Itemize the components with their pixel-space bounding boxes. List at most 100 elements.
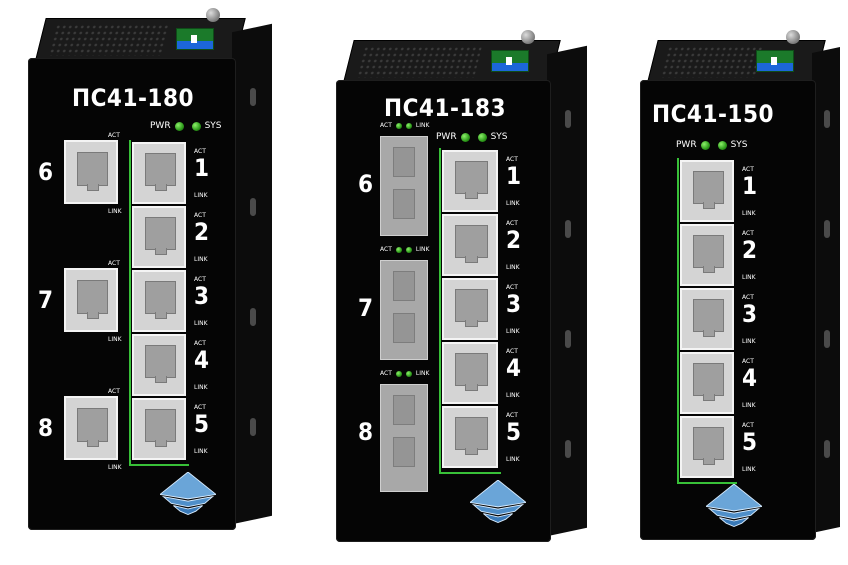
port-number-1: 1	[506, 162, 522, 190]
port-number-4: 4	[742, 364, 758, 392]
port-jack	[455, 417, 488, 456]
rj45-port-5	[442, 406, 498, 468]
act-label: ACT	[380, 246, 392, 253]
link-label: LINK	[506, 264, 520, 271]
dip-switch-knob	[506, 57, 512, 65]
link-label: LINK	[742, 402, 756, 409]
pwr-led	[700, 140, 710, 150]
pwr-label: PWR	[436, 132, 457, 142]
pwr-led	[460, 132, 470, 142]
sfp-slot	[393, 395, 415, 425]
vent-grille	[356, 46, 483, 78]
rj45-port-8	[64, 396, 118, 460]
act-label: ACT	[742, 422, 754, 429]
port-jack	[692, 363, 725, 402]
link-label: LINK	[506, 392, 520, 399]
link-label: LINK	[415, 370, 430, 377]
sfp-port-8	[380, 384, 428, 492]
port-jack	[455, 289, 488, 328]
link-label: LINK	[194, 448, 208, 455]
port-number-8: 8	[358, 418, 374, 446]
terminal-screw	[786, 30, 800, 44]
dip-switch-band	[757, 63, 793, 71]
port-number-5: 5	[506, 418, 522, 446]
link-label: LINK	[415, 122, 430, 129]
act-label: ACT	[194, 276, 206, 283]
port-jack	[692, 235, 725, 274]
act-label: ACT	[506, 284, 518, 291]
sfp-slot	[393, 189, 415, 219]
link-label: LINK	[194, 256, 208, 263]
link-label: LINK	[108, 208, 122, 215]
port-jack	[692, 299, 725, 338]
port-stack-outline	[677, 158, 737, 484]
sys-label: SYS	[730, 140, 748, 150]
side-bump	[250, 418, 256, 436]
terminal-screw	[206, 8, 220, 22]
side-bump	[565, 440, 571, 458]
port-number-4: 4	[506, 354, 522, 382]
port-jack	[144, 409, 177, 448]
link-led	[405, 246, 412, 253]
act-label: ACT	[506, 156, 518, 163]
sys-led	[191, 121, 201, 131]
dip-switch	[491, 50, 529, 72]
port-number-3: 3	[194, 282, 210, 310]
port-jack	[76, 151, 109, 191]
rj45-port-5	[132, 398, 186, 460]
rj45-port-1	[132, 142, 186, 204]
port-number-7: 7	[38, 286, 54, 314]
dip-switch	[176, 28, 214, 50]
side-bump	[565, 220, 571, 238]
port-number-5: 5	[194, 410, 210, 438]
sfp-slot	[393, 147, 415, 177]
port-stack-outline	[439, 148, 501, 474]
pwr-label: PWR	[150, 121, 171, 131]
sfp-slot	[393, 313, 415, 343]
act-label: ACT	[194, 340, 206, 347]
port-jack	[692, 427, 725, 466]
link-label: LINK	[506, 200, 520, 207]
vent-grille	[660, 46, 765, 78]
sys-label: SYS	[490, 132, 508, 142]
act-label: ACT	[380, 370, 392, 377]
rj45-port-3	[680, 288, 734, 350]
port-number-6: 6	[38, 158, 54, 186]
sfp-port-7	[380, 260, 428, 360]
model-label: ПС41-183	[384, 94, 506, 122]
port-number-2: 2	[742, 236, 758, 264]
rj45-port-5	[680, 416, 734, 478]
port-number-5: 5	[742, 428, 758, 456]
port-jack	[692, 171, 725, 210]
port-number-4: 4	[194, 346, 210, 374]
sys-label: SYS	[204, 121, 222, 131]
act-label: ACT	[108, 132, 120, 139]
act-label: ACT	[742, 294, 754, 301]
link-label: LINK	[742, 210, 756, 217]
side-bump	[250, 88, 256, 106]
sys-led	[477, 132, 487, 142]
rj45-port-2	[442, 214, 498, 276]
sys-led	[717, 140, 727, 150]
act-led	[395, 246, 402, 253]
pyramid-logo-icon	[470, 480, 526, 524]
port-number-1: 1	[194, 154, 210, 182]
act-label: ACT	[194, 148, 206, 155]
act-label: ACT	[108, 260, 120, 267]
act-label: ACT	[194, 404, 206, 411]
dip-switch-knob	[191, 35, 197, 43]
side-bump	[250, 308, 256, 326]
side-bump	[824, 220, 830, 238]
status-leds: PWR SYS	[436, 132, 508, 142]
port-number-3: 3	[506, 290, 522, 318]
rj45-port-1	[680, 160, 734, 222]
port-stack-outline	[129, 140, 189, 466]
pyramid-logo-icon	[706, 484, 762, 528]
dip-switch-band	[177, 41, 213, 49]
link-label: LINK	[506, 328, 520, 335]
port-jack	[144, 153, 177, 192]
link-label: LINK	[194, 192, 208, 199]
rj45-port-6	[64, 140, 118, 204]
